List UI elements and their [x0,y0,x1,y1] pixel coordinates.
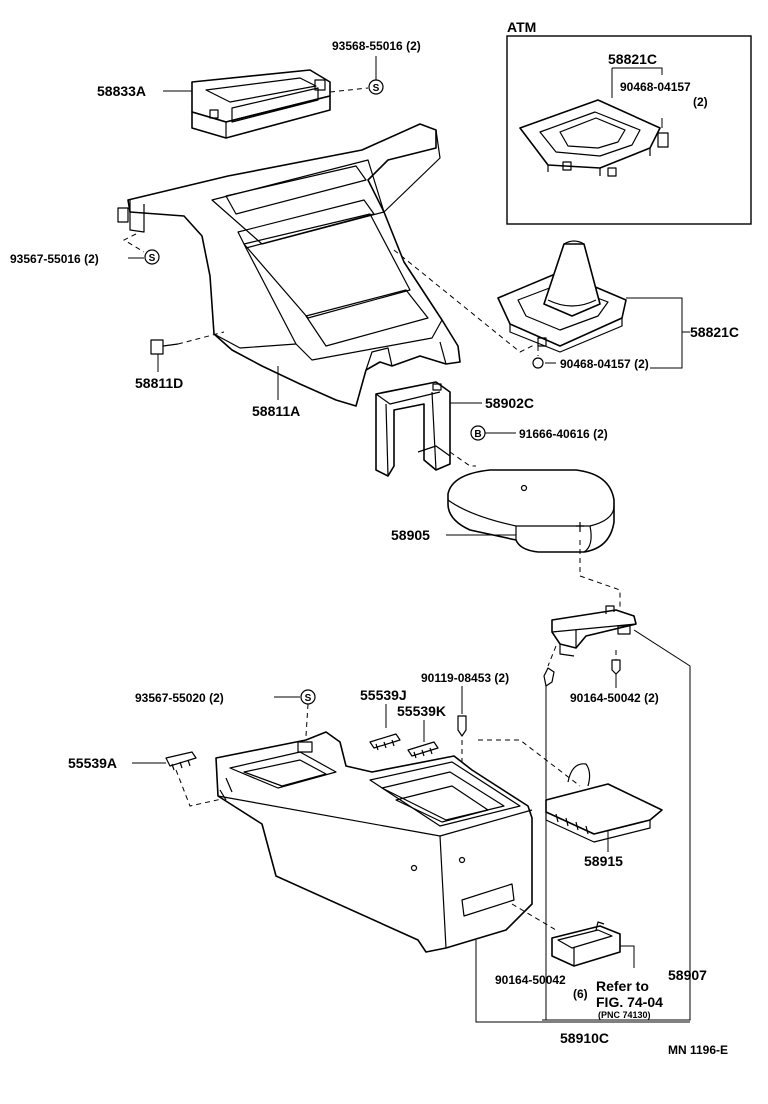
label-fig-74-04: FIG. 74-04 [596,994,663,1010]
label-58907: 58907 [668,967,707,983]
part-55539A-clip [165,751,197,767]
part-58821C-shift-boot [497,240,627,353]
part-58811D-clip [150,339,179,355]
part-55539K-clip [407,741,439,757]
label-93568-55016: 93568-55016 (2) [332,39,421,53]
atm-inset-frame [506,35,752,225]
label-pnc-74130: (PNC 74130) [598,1010,651,1020]
label-58811A: 58811A [252,403,300,419]
label-90468-04157: 90468-04157 (2) [560,357,649,371]
label-58902C: 58902C [485,395,534,411]
atm-inset-label: ATM [507,19,536,35]
part-58811A-front-console [117,123,461,407]
label-58821C-atm: 58821C [608,51,657,67]
label-90164-50042-6-qty: (6) [573,987,588,1001]
label-90164-50042-6: 90164-50042 [495,973,566,987]
s-symbol-icon-2 [144,249,160,265]
label-refer-to: Refer to [596,978,649,994]
label-58821C: 58821C [690,324,739,340]
label-58905: 58905 [391,527,430,543]
label-55539A: 55539A [68,755,117,771]
part-58915-tray [545,763,663,843]
bolt-icon [457,715,467,737]
label-58833A: 58833A [97,83,146,99]
label-93567-55020: 93567-55020 (2) [135,691,224,705]
screw-icon [543,667,555,687]
atm-inset: ATM 58821C 90468-04157 (2) [506,19,752,225]
atm-shift-bezel-58821C [519,99,661,177]
label-91666-40616: 91666-40616 (2) [519,427,608,441]
part-fig-74-04-box [551,921,621,967]
label-58915: 58915 [584,853,623,869]
label-93567-55016: 93567-55016 (2) [10,252,99,266]
screw-icon-2 [611,659,621,675]
label-90468-04157-atm-qty: (2) [693,95,708,109]
part-58833A [191,69,331,139]
part-58905-armrest-lid [447,469,615,553]
atm-clip [657,132,669,148]
part-55539J-clip [369,733,401,749]
label-90164-50042-2: 90164-50042 (2) [570,691,659,705]
label-58811D: 58811D [135,375,183,391]
label-90468-04157-atm: 90468-04157 [620,80,691,94]
part-58907-hinge [551,605,637,657]
label-90119-08453: 90119-08453 (2) [421,671,509,685]
footer-code: MN 1196-E [668,1043,728,1057]
s-symbol-text: S [373,83,380,94]
label-58910C: 58910C [560,1030,609,1046]
s-symbol-text-2: S [149,253,156,264]
nut-icon [532,357,544,369]
label-55539K: 55539K [397,703,446,719]
s-symbol-text-3: S [305,693,312,704]
label-55539J: 55539J [360,687,407,703]
part-58910C-rear-console [215,731,533,953]
b-symbol-text: B [474,429,481,440]
part-58902C-bracket [375,381,451,477]
